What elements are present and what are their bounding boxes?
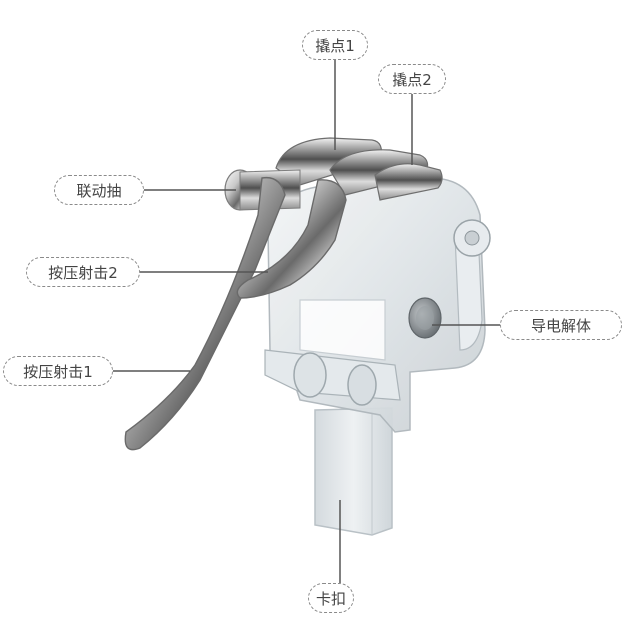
label-clip: 卡扣 (308, 583, 354, 613)
conductive-element (408, 297, 442, 339)
label-press-shoot-2: 按压射击2 (26, 257, 140, 287)
label-qiaodian-1: 撬点1 (302, 30, 368, 60)
pry-bars (275, 137, 443, 201)
leader-lines (113, 60, 500, 583)
clip-part (314, 407, 393, 536)
plastic-body (264, 177, 486, 433)
label-conductive-element: 导电解体 (500, 310, 622, 340)
label-linkage-axle: 联动抽 (54, 175, 144, 205)
label-qiaodian-2: 撬点2 (378, 64, 446, 94)
axle-end (453, 219, 491, 257)
lever-1 (124, 176, 286, 451)
label-press-shoot-1: 按压射击1 (3, 356, 113, 386)
lever-2 (236, 179, 347, 299)
